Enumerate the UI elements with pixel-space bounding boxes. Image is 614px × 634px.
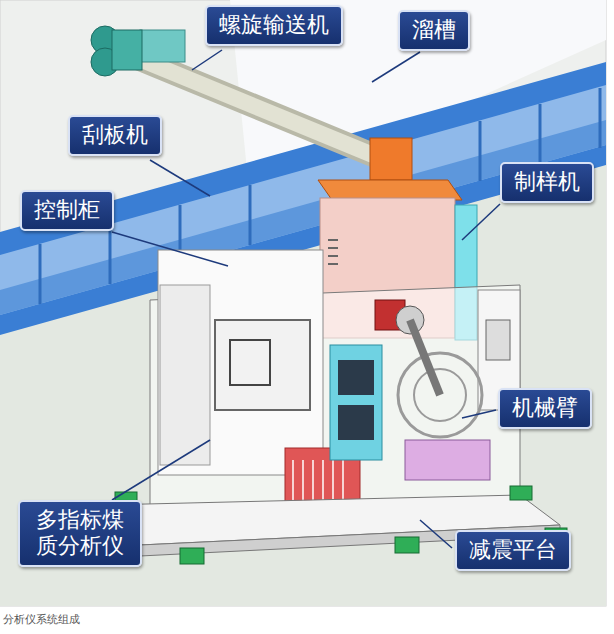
callout-label: 多指标煤 质分析仪 (18, 500, 142, 567)
label-text: 机械臂 (512, 395, 578, 421)
leader-line (462, 204, 500, 240)
callout-label: 螺旋输送机 (205, 5, 343, 46)
label-text: 控制柜 (34, 197, 100, 223)
label-text: 制样机 (514, 169, 580, 195)
leader-line (150, 160, 210, 196)
leader-line (420, 520, 452, 548)
callout-label: 溜槽 (398, 10, 470, 51)
leader-line (462, 410, 496, 418)
callout-label: 控制柜 (20, 190, 114, 231)
leader-line (192, 50, 222, 70)
callout-label: 刮板机 (68, 115, 162, 156)
callout-label: 制样机 (500, 162, 594, 203)
leader-line (112, 232, 228, 266)
callout-label: 减震平台 (455, 530, 571, 571)
leader-line (112, 440, 210, 500)
label-text: 螺旋输送机 (219, 12, 329, 38)
label-text: 多指标煤 质分析仪 (32, 507, 128, 560)
callout-label: 机械臂 (498, 388, 592, 429)
figure-caption: 分析仪系统组成 (3, 612, 80, 627)
leader-line (372, 52, 420, 82)
label-text: 减震平台 (469, 537, 557, 563)
label-text: 刮板机 (82, 122, 148, 148)
label-text: 溜槽 (412, 17, 456, 43)
